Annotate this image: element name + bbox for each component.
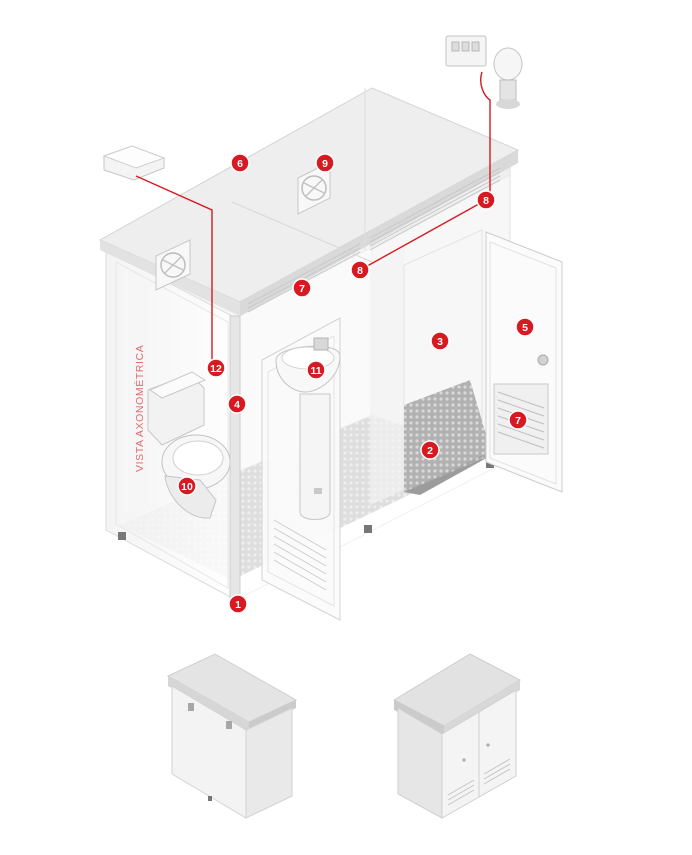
svg-text:1: 1: [235, 599, 241, 611]
svg-text:4: 4: [234, 399, 240, 411]
marker-3: 3: [430, 331, 450, 351]
door-handle: [537, 354, 549, 366]
marker-9: 9: [315, 153, 335, 173]
svg-text:6: 6: [237, 158, 243, 170]
marker-7b: 7: [508, 410, 528, 430]
svg-text:8: 8: [357, 265, 363, 277]
svg-text:9: 9: [322, 158, 328, 170]
toilet-icon: [147, 371, 231, 519]
corner-post: [229, 315, 241, 603]
exhaust-fan-icon: [155, 239, 191, 291]
leader-lines: [135, 71, 491, 368]
marker-12: 12: [206, 358, 226, 378]
svg-text:8: 8: [483, 195, 489, 207]
light-fixture-icon: [102, 145, 166, 181]
svg-text:2: 2: [427, 445, 433, 457]
roof-vent-slats: [247, 167, 501, 313]
side-label: VISTA AXONOMÉTRICA: [133, 345, 146, 472]
marker-5: 5: [515, 317, 535, 337]
marker-11: 11: [306, 360, 326, 380]
svg-text:12: 12: [210, 363, 222, 375]
marker-8b: 8: [350, 260, 370, 280]
cabin-closed-front: [392, 653, 522, 819]
electrical-panel-icon: [445, 35, 487, 67]
right-door-open: [485, 231, 563, 493]
cabin-closed-side: [166, 653, 298, 819]
markers: 1 2 3 4 5 6 7 7 8 8 9 10 11 12: [177, 153, 535, 614]
svg-text:7: 7: [299, 283, 305, 295]
svg-text:5: 5: [522, 322, 528, 334]
main-cabin: [98, 87, 563, 621]
marker-7a: 7: [292, 278, 312, 298]
marker-8a: 8: [476, 190, 496, 210]
marker-2: 2: [420, 440, 440, 460]
marker-4: 4: [227, 394, 247, 414]
partition-wall: [370, 250, 404, 505]
bulb-icon: [493, 47, 523, 109]
marker-10: 10: [177, 476, 197, 496]
svg-text:10: 10: [181, 481, 193, 493]
marker-1: 1: [228, 594, 248, 614]
exhaust-fan-icon: [297, 161, 331, 215]
marker-6: 6: [230, 153, 250, 173]
svg-text:7: 7: [515, 415, 521, 427]
svg-text:11: 11: [310, 365, 321, 377]
svg-text:3: 3: [437, 336, 443, 348]
